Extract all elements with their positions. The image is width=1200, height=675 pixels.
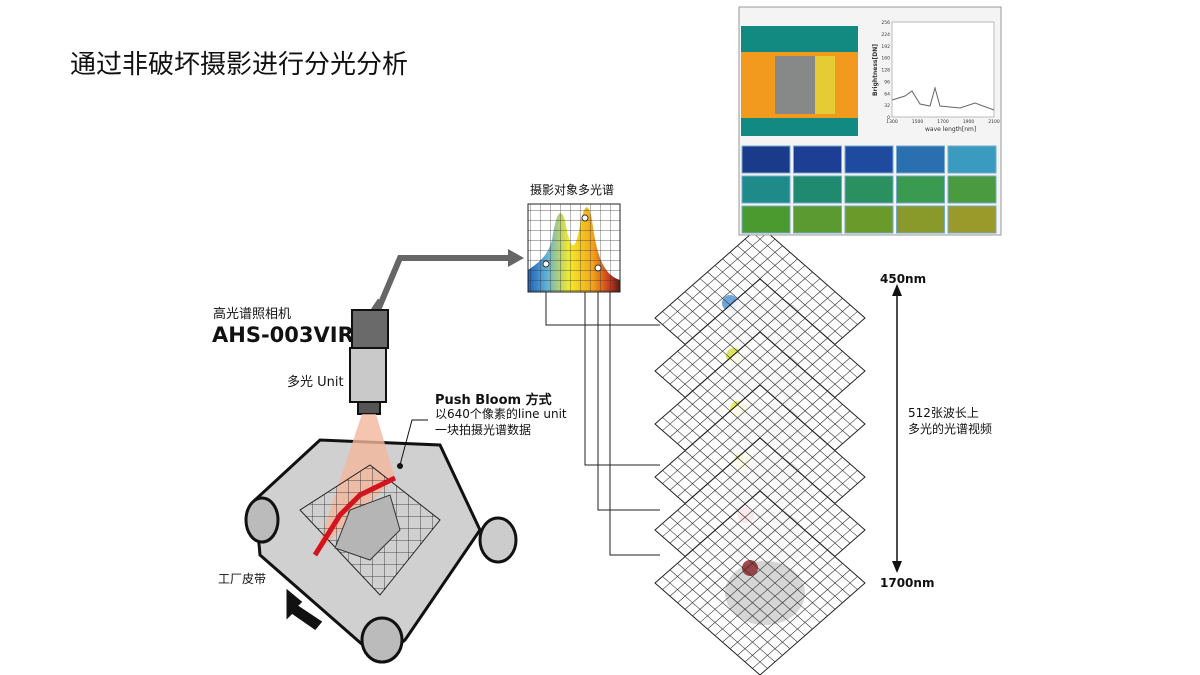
spectral-layer bbox=[654, 490, 866, 675]
software-screenshot: 0 32 64 96 128 160 192 224 256 1300 1500 1700 1900 21… bbox=[738, 6, 1002, 236]
video-desc-line1: 512张波长上 bbox=[908, 406, 979, 420]
inset-y-tick: 128 bbox=[881, 68, 890, 74]
camera-label: 高光谱照相机 bbox=[213, 307, 292, 322]
spectral-layer-stack bbox=[654, 225, 866, 675]
inset-y-tick: 256 bbox=[881, 20, 890, 26]
inset-y-tick: 224 bbox=[881, 32, 890, 38]
wavelength-thumbnail bbox=[741, 175, 791, 204]
wavelength-thumbnail bbox=[947, 205, 997, 234]
inset-x-tick: 2100 bbox=[988, 119, 1000, 125]
wavelength-top: 450nm bbox=[880, 272, 927, 286]
inset-y-tick: 32 bbox=[884, 103, 890, 109]
page-title: 通过非破坏摄影进行分光分析 bbox=[70, 50, 409, 80]
inset-x-tick: 1900 bbox=[963, 119, 975, 125]
wavelength-thumbnail bbox=[741, 205, 791, 234]
inset-x-label: wave length[nm] bbox=[925, 126, 976, 133]
push-broom-line1: 以640个像素的line unit bbox=[435, 407, 567, 421]
inset-x-tick: 1300 bbox=[886, 119, 898, 125]
wavelength-thumbnail bbox=[793, 205, 842, 234]
belt-direction-arrow bbox=[286, 588, 323, 631]
wavelength-thumbnail bbox=[844, 175, 894, 204]
inset-y-tick: 96 bbox=[884, 79, 890, 85]
wavelength-thumbnail bbox=[896, 175, 945, 204]
camera-model: AHS-003VIR bbox=[212, 323, 354, 347]
data-arrow bbox=[375, 255, 510, 312]
video-desc-line2: 多光的光谱视频 bbox=[908, 422, 993, 436]
wavelength-thumbnail bbox=[793, 145, 842, 174]
wavelength-thumbnail bbox=[844, 145, 894, 174]
inset-axis-ticks: 0 32 64 96 128 160 192 224 256 1300 1500 1700 1900 21… bbox=[881, 20, 999, 125]
connector-lines bbox=[545, 292, 660, 556]
wavelength-thumbnail bbox=[741, 145, 791, 174]
wavelength-thumbnail bbox=[896, 145, 945, 174]
push-broom-title: Push Bloom 方式 bbox=[435, 393, 552, 408]
wavelength-thumbnail bbox=[844, 205, 894, 234]
scan-line bbox=[312, 475, 397, 557]
inset-y-tick: 192 bbox=[881, 44, 890, 50]
unit-label: 多光 Unit bbox=[287, 375, 344, 390]
hyperspectral-camera bbox=[349, 298, 389, 415]
spectrum-title: 摄影对象多光谱 bbox=[530, 183, 615, 197]
inset-y-label: Brightness[DN] bbox=[872, 44, 879, 96]
push-broom-line2: 一块拍摄光谱数据 bbox=[435, 423, 532, 437]
inset-x-tick: 1500 bbox=[912, 119, 924, 125]
spectrum-chart bbox=[527, 203, 621, 293]
wavelength-thumbnail bbox=[947, 175, 997, 204]
wavelength-thumbnail bbox=[947, 145, 997, 174]
arrow-head bbox=[508, 249, 524, 267]
wavelength-thumbnail bbox=[793, 175, 842, 204]
inset-y-tick: 160 bbox=[881, 56, 890, 62]
conveyor-belt bbox=[244, 414, 518, 664]
wavelength-thumbnail bbox=[896, 205, 945, 234]
belt-label: 工厂皮带 bbox=[218, 572, 267, 586]
inset-y-tick: 0 bbox=[887, 115, 890, 121]
wavelength-bottom: 1700nm bbox=[880, 576, 935, 590]
inset-y-tick: 64 bbox=[884, 91, 890, 97]
inset-x-tick: 1700 bbox=[937, 119, 949, 125]
